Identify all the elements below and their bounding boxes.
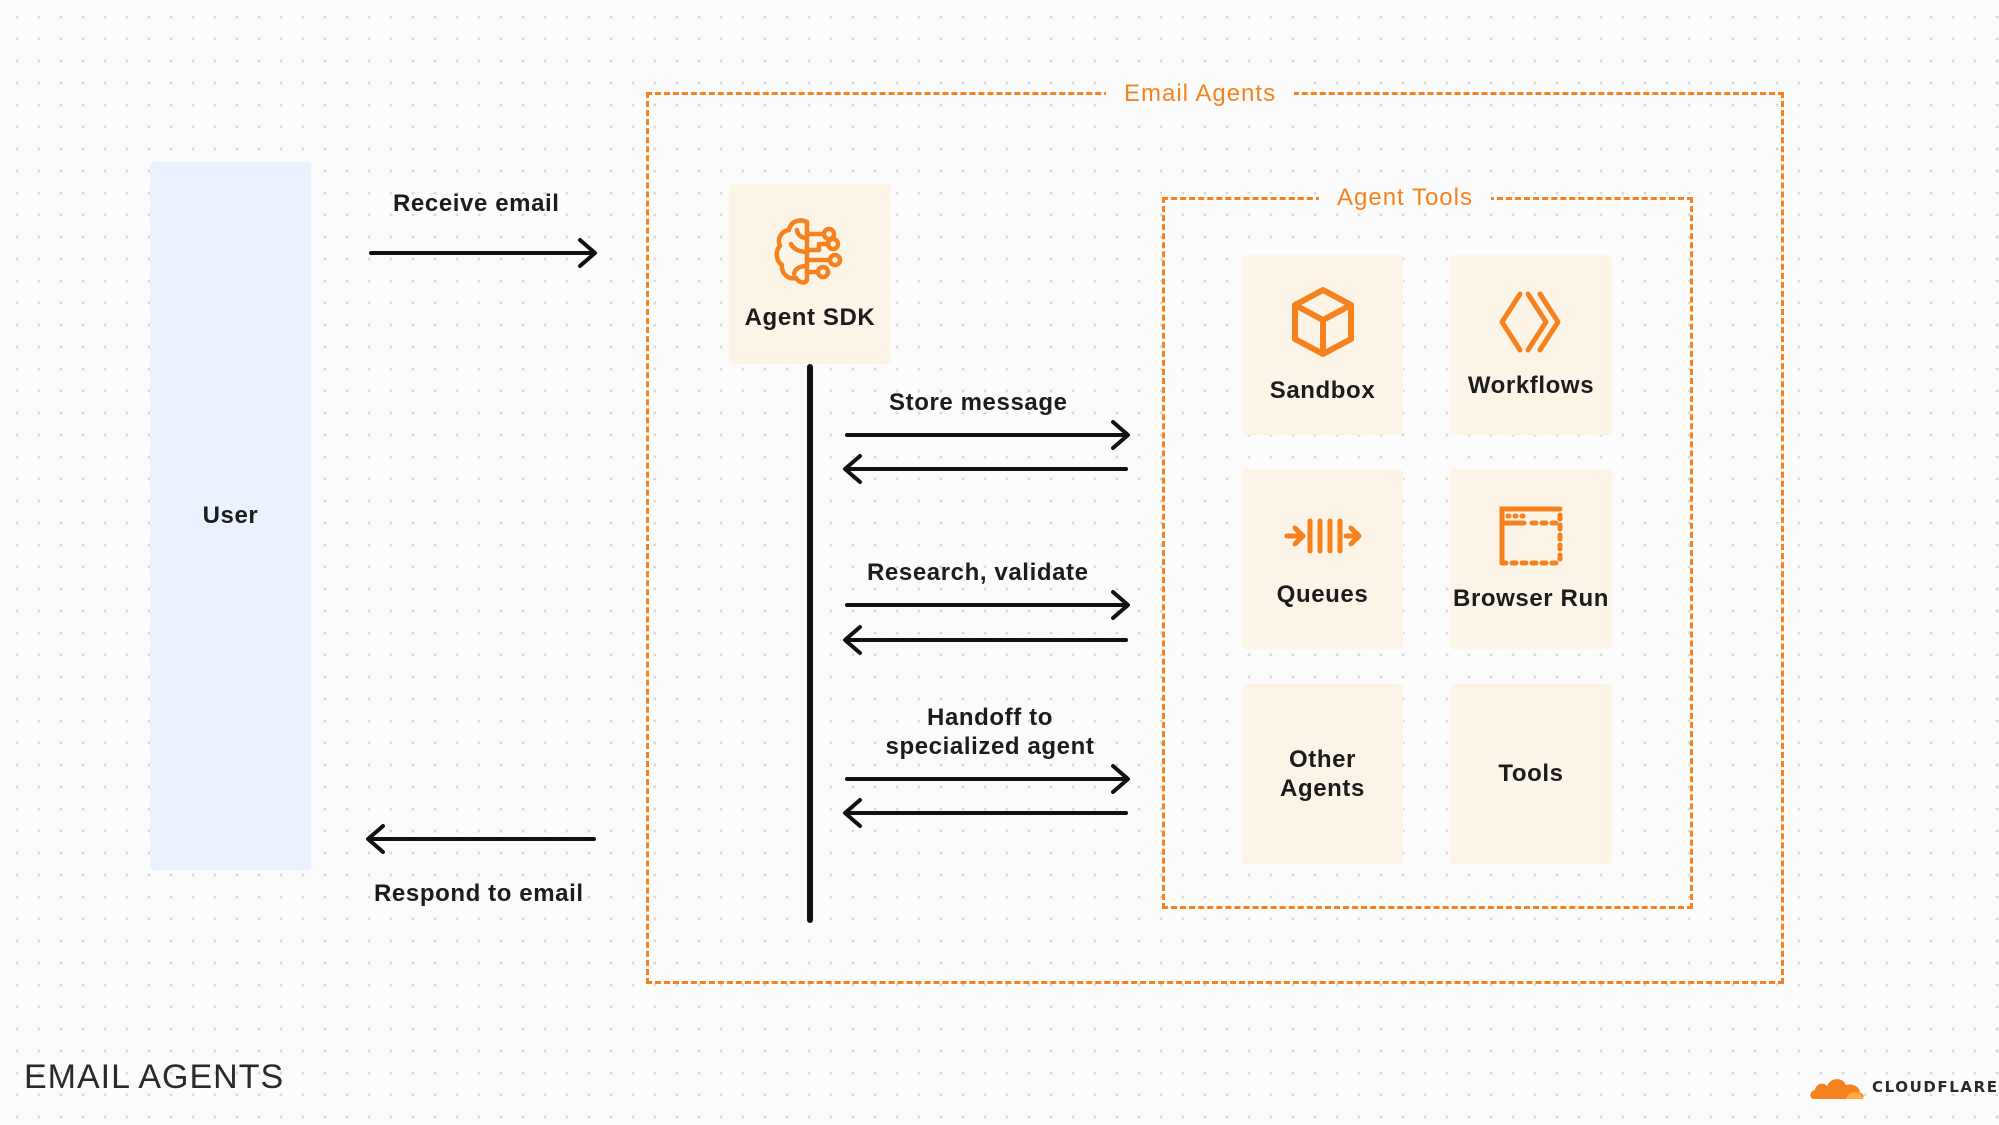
respond-email-label: Respond to email — [374, 880, 584, 907]
user-label: User — [202, 502, 259, 529]
store-message-label: Store message — [889, 389, 1068, 416]
brain-circuit-icon — [773, 216, 847, 286]
store-message-arrows — [843, 420, 1130, 484]
browser-run-card: Browser Run — [1450, 469, 1612, 649]
other-agents-label-line2: Agents — [1280, 775, 1365, 802]
agent-sdk-label: Agent SDK — [744, 304, 876, 331]
other-agents-card: Other Agents — [1242, 684, 1403, 864]
agent-tools-group-title: Agent Tools — [1319, 184, 1491, 212]
queue-arrows-icon — [1283, 509, 1363, 563]
receive-email-label: Receive email — [393, 190, 560, 217]
handoff-arrows — [843, 764, 1130, 828]
email-agents-group-title: Email Agents — [1106, 80, 1295, 108]
handoff-label-line1: Handoff to — [927, 704, 1053, 731]
handoff-label-line2: specialized agent — [885, 733, 1095, 760]
research-validate-label: Research, validate — [867, 559, 1089, 586]
footer-title: EMAIL AGENTS — [24, 1058, 285, 1096]
sandbox-card: Sandbox — [1242, 255, 1403, 435]
browser-window-icon — [1498, 505, 1564, 567]
research-validate-arrows — [843, 590, 1130, 655]
workflows-label: Workflows — [1467, 372, 1595, 399]
receive-email-arrow — [369, 238, 597, 268]
respond-email-arrow — [366, 824, 596, 854]
cloudflare-wordmark: CLOUDFLARE — [1872, 1078, 1999, 1096]
cube-icon — [1288, 285, 1358, 359]
tools-label: Tools — [1498, 760, 1564, 787]
agent-sdk-card: Agent SDK — [729, 184, 891, 364]
other-agents-label: Other Agents — [1280, 745, 1365, 803]
cloudflare-logo: CLOUDFLARE — [1808, 1073, 1999, 1101]
other-agents-label-line1: Other — [1288, 746, 1356, 773]
cloudflare-cloud-icon — [1810, 1079, 1864, 1099]
queues-card: Queues — [1242, 469, 1403, 649]
browser-run-label: Browser Run — [1453, 585, 1609, 612]
workflows-card: Workflows — [1450, 255, 1612, 435]
user-lane: User — [150, 162, 311, 870]
sandbox-label: Sandbox — [1269, 377, 1376, 404]
handoff-label: Handoff to specialized agent — [830, 703, 1150, 761]
tools-card: Tools — [1450, 684, 1612, 864]
queues-label: Queues — [1276, 581, 1369, 608]
workflows-chevrons-icon — [1498, 290, 1564, 354]
